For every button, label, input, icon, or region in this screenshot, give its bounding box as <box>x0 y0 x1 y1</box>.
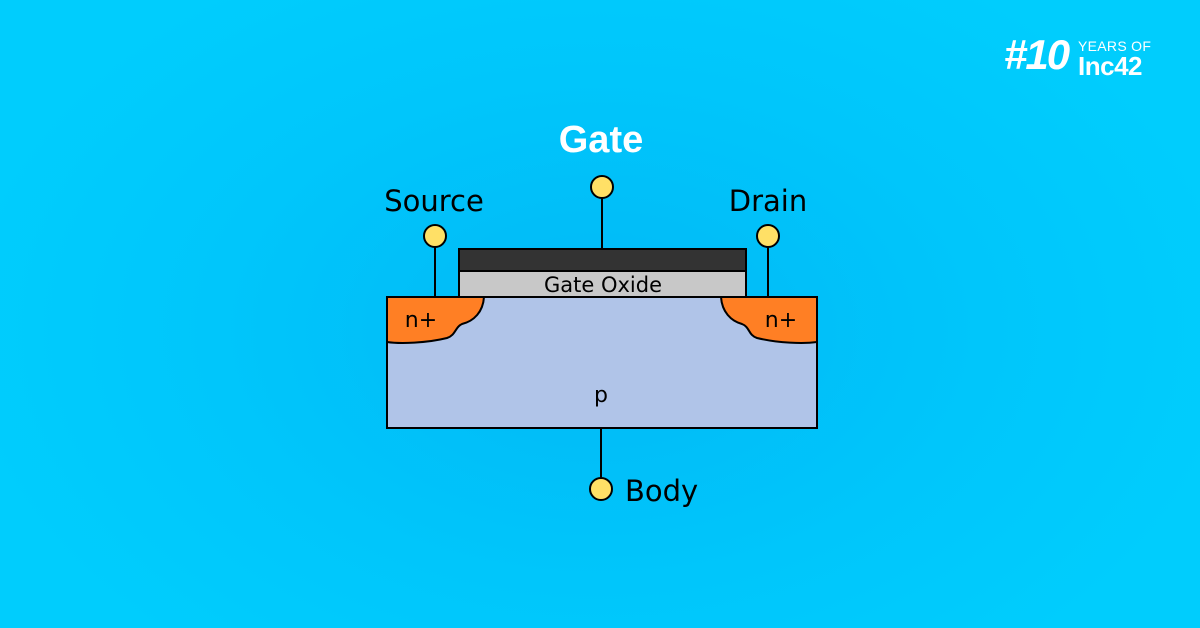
gate-metal <box>458 248 747 272</box>
source-label: Source <box>384 184 484 218</box>
inc42-anniversary-logo: #10 YEARS OF Inc42 <box>1004 32 1164 82</box>
logo-hash-ten: #10 <box>1004 31 1070 78</box>
gate-oxide-label: Gate Oxide <box>544 273 662 297</box>
n-plus-region-right <box>720 296 818 344</box>
drain-terminal <box>756 224 780 248</box>
body-terminal <box>589 477 613 501</box>
p-substrate-label: p <box>594 383 608 408</box>
n-plus-label-right: n+ <box>765 308 797 333</box>
logo-years-of: YEARS OF <box>1078 38 1152 54</box>
drain-label: Drain <box>729 184 807 218</box>
logo-inc42: Inc42 <box>1078 51 1143 81</box>
gate-title: Gate <box>559 119 643 161</box>
source-terminal <box>423 224 447 248</box>
body-label: Body <box>625 474 698 508</box>
n-plus-region-left <box>386 296 485 344</box>
gate-terminal <box>590 175 614 199</box>
n-plus-label-left: n+ <box>405 308 437 333</box>
gate-oxide <box>458 270 747 298</box>
